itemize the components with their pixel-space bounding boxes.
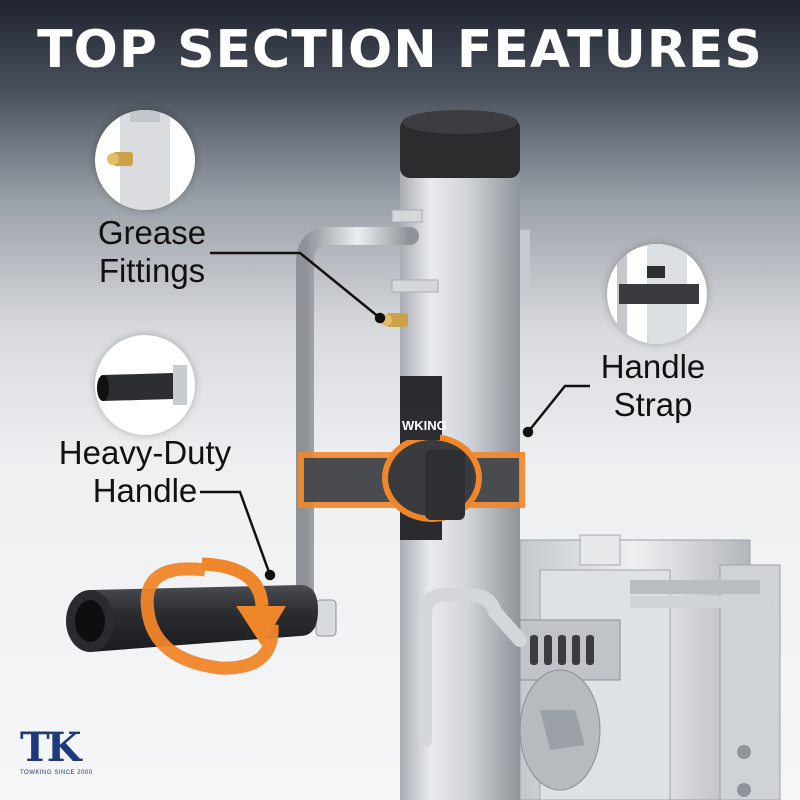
handle-strap-text: Handle Strap (600, 348, 706, 423)
grease-fittings-text: Grease Fittings (97, 214, 207, 289)
crank-handle-rod (296, 227, 419, 637)
rotation-arrow-icon (140, 557, 286, 675)
strap-leader (527, 384, 590, 433)
grease-leader (210, 251, 381, 319)
spring (519, 619, 621, 791)
grease-fittings-label: Grease Fittings (72, 214, 232, 290)
brand-tag (400, 410, 440, 440)
heavy-duty-handle-label: Heavy-Duty Handle (40, 434, 250, 510)
brand-tag-text: WKING (402, 418, 447, 433)
logo-tagline: TOWKING SINCE 2000 (20, 770, 93, 776)
page-title: TOP SECTION FEATURES (37, 20, 763, 80)
mounting-bracket (519, 534, 781, 800)
heavy-duty-handle-text: Heavy-Duty Handle (58, 434, 232, 509)
grease-fitting-detail-image (95, 110, 195, 210)
handle-grip-detail-image (95, 335, 195, 435)
handle-grip (66, 585, 318, 652)
callout-leaders (200, 251, 590, 581)
logo-mark: TK (20, 724, 82, 771)
brand-logo: TK TOWKING SINCE 2000 (20, 724, 110, 777)
latch-pin (418, 588, 527, 747)
handle-strap-label: Handle Strap (578, 348, 728, 424)
handle-strap-detail-image (607, 244, 707, 344)
handle-strap (298, 434, 525, 522)
handle-leader (200, 490, 272, 576)
